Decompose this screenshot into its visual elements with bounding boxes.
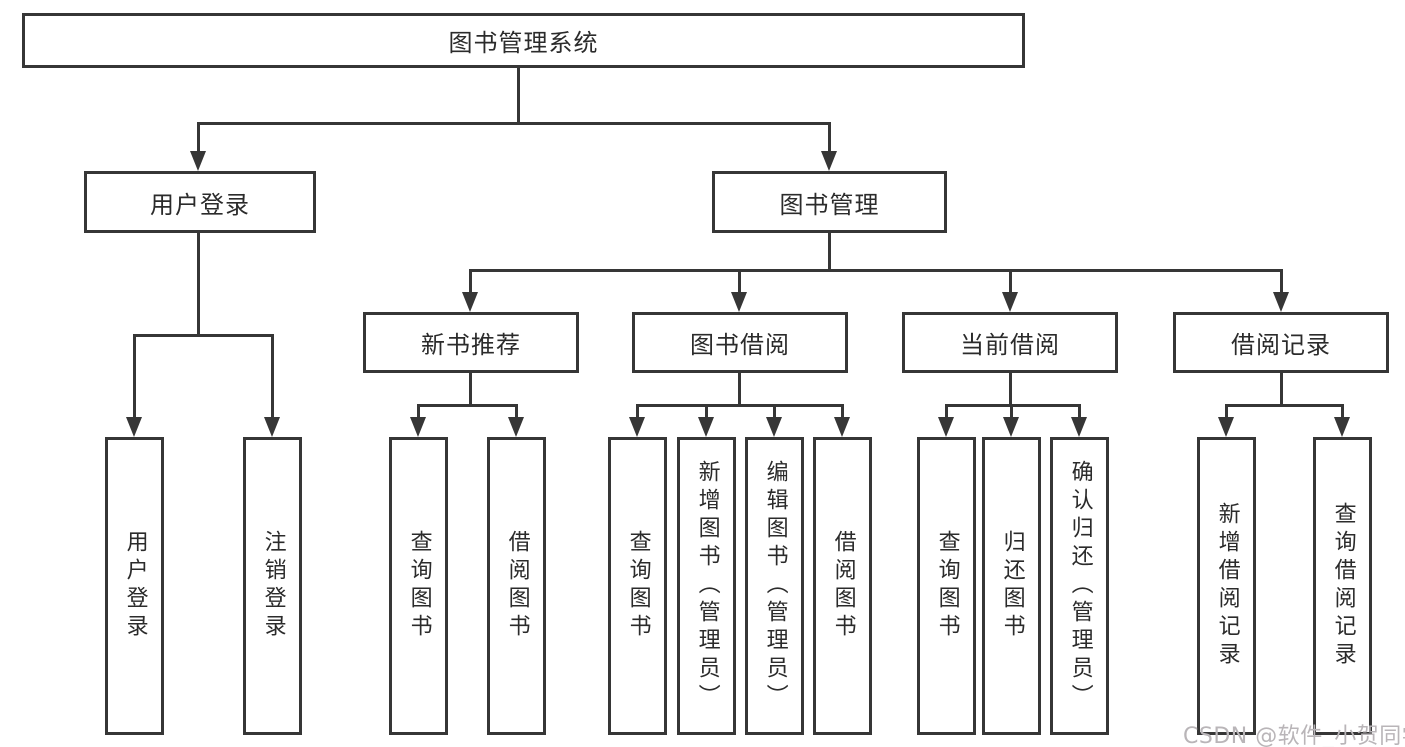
connector-line bbox=[841, 404, 844, 419]
arrowhead bbox=[766, 417, 782, 437]
connector-line bbox=[828, 233, 831, 272]
leaf-query-books-current: 查询图书 bbox=[917, 437, 976, 735]
node-label: 确认归还（管理员） bbox=[1067, 460, 1093, 712]
node-current-borrowing: 当前借阅 bbox=[902, 312, 1118, 373]
leaf-return-books: 归还图书 bbox=[982, 437, 1041, 735]
arrowhead bbox=[938, 417, 954, 437]
connector-line bbox=[738, 373, 741, 407]
node-label: 当前借阅 bbox=[960, 331, 1060, 359]
leaf-add-borrow-record: 新增借阅记录 bbox=[1197, 437, 1256, 735]
connector-line bbox=[945, 404, 948, 419]
arrowhead bbox=[264, 417, 280, 437]
leaf-user-login: 用户登录 bbox=[105, 437, 164, 735]
node-label: 查询图书 bbox=[625, 530, 651, 642]
node-label: 新增图书（管理员） bbox=[694, 460, 720, 712]
arrowhead bbox=[698, 417, 714, 437]
leaf-query-books-borrowing: 查询图书 bbox=[608, 437, 667, 735]
arrowhead bbox=[731, 292, 747, 312]
node-label: 图书借阅 bbox=[690, 331, 790, 359]
node-label: 归还图书 bbox=[999, 530, 1025, 642]
connector-line bbox=[945, 404, 1081, 407]
connector-line bbox=[469, 269, 1283, 272]
node-book-borrowing: 图书借阅 bbox=[632, 312, 848, 373]
connector-line bbox=[133, 334, 136, 419]
node-label: 查询图书 bbox=[934, 530, 960, 642]
connector-line bbox=[738, 269, 741, 294]
arrowhead bbox=[126, 417, 142, 437]
leaf-borrow-books-recommend: 借阅图书 bbox=[487, 437, 546, 735]
node-label: 查询图书 bbox=[406, 530, 432, 642]
node-borrowing-records: 借阅记录 bbox=[1173, 312, 1389, 373]
connector-line bbox=[1010, 404, 1013, 419]
node-label: 查询借阅记录 bbox=[1330, 502, 1356, 670]
node-label: 图书管理系统 bbox=[448, 29, 599, 57]
node-label: 注销登录 bbox=[260, 530, 286, 642]
connector-line bbox=[1341, 404, 1344, 419]
connector-line bbox=[828, 122, 831, 153]
arrowhead bbox=[821, 151, 837, 171]
connector-line bbox=[197, 122, 831, 125]
node-label: 新增借阅记录 bbox=[1214, 502, 1240, 670]
leaf-add-books-admin: 新增图书（管理员） bbox=[677, 437, 736, 735]
node-label: 编辑图书（管理员） bbox=[762, 460, 788, 712]
arrowhead bbox=[1218, 417, 1234, 437]
leaf-query-borrow-record: 查询借阅记录 bbox=[1313, 437, 1372, 735]
leaf-confirm-return-admin: 确认归还（管理员） bbox=[1050, 437, 1109, 735]
node-root: 图书管理系统 bbox=[22, 13, 1025, 68]
arrowhead bbox=[834, 417, 850, 437]
arrowhead bbox=[508, 417, 524, 437]
connector-line bbox=[1280, 373, 1283, 407]
connector-line bbox=[1225, 404, 1228, 419]
arrowhead bbox=[1003, 417, 1019, 437]
connector-line bbox=[197, 122, 200, 153]
connector-line bbox=[1280, 269, 1283, 294]
leaf-logout: 注销登录 bbox=[243, 437, 302, 735]
arrowhead bbox=[1071, 417, 1087, 437]
node-label: 借阅图书 bbox=[830, 530, 856, 642]
arrowhead bbox=[462, 292, 478, 312]
node-label: 借阅图书 bbox=[504, 530, 530, 642]
connector-line bbox=[517, 68, 520, 122]
connector-line bbox=[133, 334, 274, 337]
node-new-book-recommendation: 新书推荐 bbox=[363, 312, 579, 373]
node-label: 图书管理 bbox=[779, 190, 880, 219]
arrowhead bbox=[1002, 292, 1018, 312]
arrowhead bbox=[190, 151, 206, 171]
connector-line bbox=[271, 334, 274, 419]
leaf-query-books-recommend: 查询图书 bbox=[389, 437, 448, 735]
connector-line bbox=[636, 404, 844, 407]
connector-line bbox=[1009, 373, 1012, 407]
watermark: CSDN @软件_小贺同学 bbox=[1183, 724, 1405, 747]
connector-line bbox=[417, 404, 518, 407]
connector-line bbox=[469, 269, 472, 294]
arrowhead bbox=[410, 417, 426, 437]
connector-line bbox=[417, 404, 420, 419]
node-book-management: 图书管理 bbox=[712, 171, 947, 233]
connector-line bbox=[197, 233, 200, 337]
leaf-borrow-books-borrowing: 借阅图书 bbox=[813, 437, 872, 735]
connector-line bbox=[469, 373, 472, 407]
connector-line bbox=[705, 404, 708, 419]
connector-line bbox=[1078, 404, 1081, 419]
connector-line bbox=[515, 404, 518, 419]
node-label: 新书推荐 bbox=[421, 331, 521, 359]
connector-line bbox=[636, 404, 639, 419]
connector-line bbox=[1009, 269, 1012, 294]
node-user-login: 用户登录 bbox=[84, 171, 316, 233]
arrowhead bbox=[1334, 417, 1350, 437]
arrowhead bbox=[1273, 292, 1289, 312]
arrowhead bbox=[629, 417, 645, 437]
node-label: 用户登录 bbox=[122, 530, 148, 642]
node-label: 用户登录 bbox=[150, 190, 250, 219]
node-label: 借阅记录 bbox=[1231, 331, 1331, 359]
connector-line bbox=[773, 404, 776, 419]
connector-line bbox=[1225, 404, 1344, 407]
leaf-edit-books-admin: 编辑图书（管理员） bbox=[745, 437, 804, 735]
